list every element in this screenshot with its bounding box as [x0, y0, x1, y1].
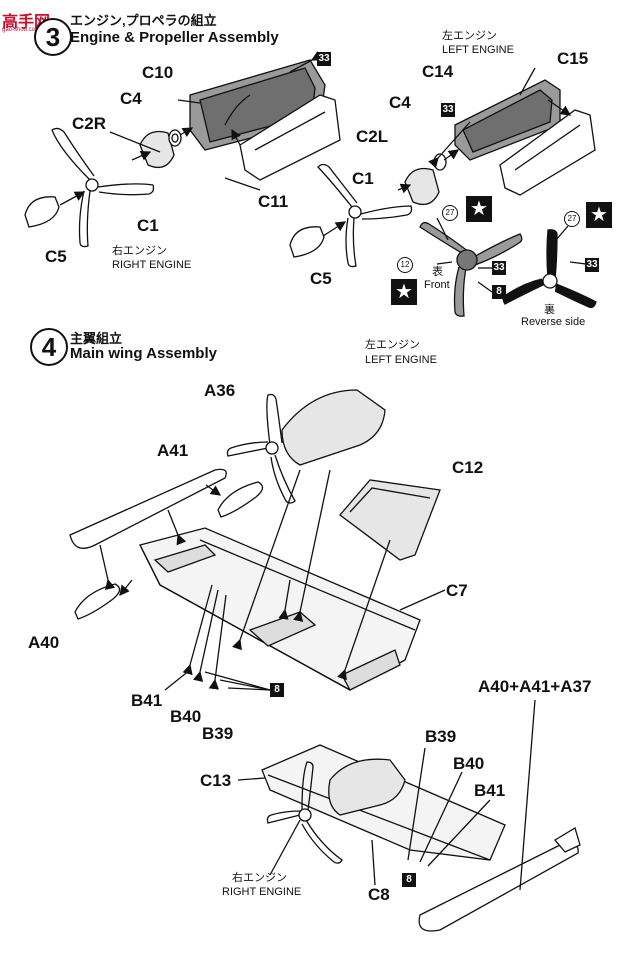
- part-label-b40-final: B40: [453, 754, 485, 773]
- part-label-c15: C15: [557, 49, 589, 68]
- part-label-c1-left: C1: [352, 169, 374, 188]
- part-label-c8: C8: [368, 885, 390, 904]
- left-engine-label-ja-step4: 左エンジン: [365, 339, 420, 351]
- decal-star-front-top: ★: [466, 196, 492, 222]
- part-label-b39-final: B39: [425, 727, 457, 746]
- part-label-a36: A36: [204, 381, 236, 400]
- part-label-b41: B41: [131, 691, 163, 710]
- part-label-c2l: C2L: [356, 127, 389, 146]
- paint-badge-33-front: 33: [492, 261, 506, 275]
- part-label-c2r: C2R: [72, 114, 107, 133]
- part-label-c13: C13: [200, 771, 232, 790]
- left-prop-cap-c5: [289, 226, 325, 258]
- part-label-c10: C10: [142, 63, 174, 82]
- decal-star-front-bottom: ★: [391, 279, 417, 305]
- color-code-27-reverse: 27: [564, 211, 580, 227]
- propeller-front-guide: [419, 221, 523, 317]
- completed-drop-tank: [418, 827, 581, 932]
- paint-badge-8-final: 8: [402, 873, 416, 887]
- step-3-title-ja: エンジン,プロペラの組立: [70, 13, 217, 28]
- right-engine-nacelle-c11: [239, 94, 341, 181]
- left-engine-label-en: LEFT ENGINE: [442, 44, 514, 56]
- part-label-c7: C7: [446, 581, 468, 600]
- step-4-title-en: Main wing Assembly: [70, 345, 217, 362]
- front-label-ja: 表: [432, 266, 443, 278]
- left-engine-label-en-step4: LEFT ENGINE: [365, 354, 437, 366]
- part-label-c14: C14: [422, 62, 454, 81]
- left-engine-nacelle-c14: [454, 79, 561, 161]
- color-code-12: 12: [397, 257, 413, 273]
- part-label-c1: C1: [137, 216, 159, 235]
- part-label-b40: B40: [170, 707, 202, 726]
- step-3-title-en: Engine & Propeller Assembly: [70, 29, 279, 46]
- paint-badge-33-reverse: 33: [585, 258, 599, 272]
- right-propeller-c1: [51, 127, 155, 248]
- left-engine-assembly-step4: [226, 389, 386, 504]
- fuel-tank-a41: [69, 468, 227, 549]
- part-label-a41: A41: [157, 441, 189, 460]
- step-4-title-ja: 主翼組立: [70, 331, 123, 346]
- right-engine-label-en: RIGHT ENGINE: [112, 259, 192, 271]
- right-prop-cap-c5: [24, 196, 60, 228]
- part-label-c5-left: C5: [310, 269, 332, 288]
- wing-main-piece: [139, 527, 421, 691]
- right-engine-label-ja-step4: 右エンジン: [232, 872, 287, 884]
- front-label-en: Front: [424, 279, 450, 291]
- flap-c12: [339, 479, 441, 561]
- completed-wing-assembly: [261, 744, 506, 864]
- right-engine-label-ja: 右エンジン: [112, 245, 167, 257]
- right-spinner-c2r: [139, 129, 182, 169]
- part-label-c12: C12: [452, 458, 484, 477]
- left-engine-nacelle-c15: [499, 109, 596, 196]
- part-label-b39: B39: [202, 724, 234, 743]
- part-label-c11: C11: [258, 192, 289, 211]
- reverse-label-ja: 裏: [544, 304, 555, 316]
- tank-cap-a36: [217, 481, 264, 518]
- part-label-c4: C4: [120, 89, 142, 108]
- right-engine-label-en-step4: RIGHT ENGINE: [222, 886, 302, 898]
- left-spinner-c2l: [404, 153, 447, 206]
- paint-badge-33: 33: [317, 52, 331, 66]
- part-label-c5: C5: [45, 247, 67, 266]
- watermark-sub: gao-shou.com: [2, 27, 41, 33]
- part-label-b41-final: B41: [474, 781, 506, 800]
- part-label-a40: A40: [28, 633, 60, 652]
- left-propeller-c1: [317, 163, 413, 268]
- part-label-c4-left: C4: [389, 93, 411, 112]
- left-engine-label-ja: 左エンジン: [442, 30, 497, 42]
- paint-badge-33-left: 33: [441, 103, 455, 117]
- step-3-number: 3: [34, 18, 72, 56]
- propeller-reverse-guide: [502, 229, 597, 309]
- decal-star-reverse: ★: [586, 202, 612, 228]
- reverse-label-en: Reverse side: [521, 316, 586, 328]
- tank-cap-a40: [74, 583, 121, 620]
- step-4-number: 4: [30, 328, 68, 366]
- paint-badge-8-front: 8: [492, 285, 506, 299]
- color-code-27-front: 27: [442, 205, 458, 221]
- paint-badge-8-step4: 8: [270, 683, 284, 697]
- assembly-combo-label: A40+A41+A37: [478, 677, 592, 696]
